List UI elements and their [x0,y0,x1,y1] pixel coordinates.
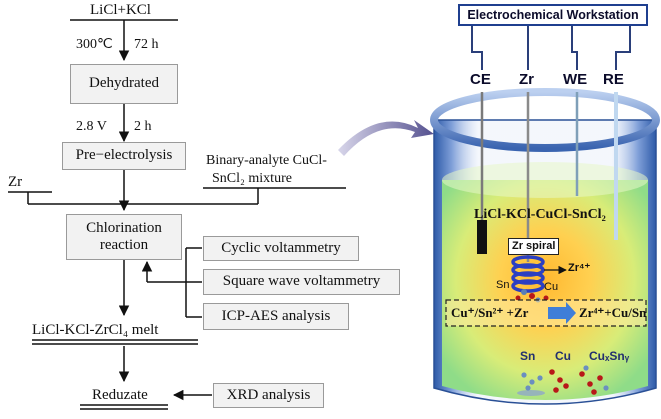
melt-surface [442,162,648,198]
reaction-arrow-icon [548,302,576,324]
box-preelectrolysis: Pre−electrolysis [62,142,186,170]
box-cyclic-voltammetry: Cyclic voltammetry [203,236,359,261]
electrode-we-label: WE [563,71,588,88]
zr-spiral-label: Zr spiral [508,238,560,255]
spiral-cu-label: Cu [544,281,559,293]
step2-time: 2 h [134,119,152,134]
chlorination-line1: Chlorination [86,219,162,236]
box-square-wave-voltammetry: Square wave voltammetry [203,269,400,295]
box-chlorination: Chlorination reaction [66,214,182,260]
electrode-zr-label: Zr [519,71,534,88]
product-cuxsny: CuₓSnᵧ [589,349,630,363]
zr-label: Zr [8,174,23,190]
reaction-box [445,299,647,327]
binary-line2: SnCl₂ mixture [212,171,292,186]
start-label: LiCl+KCl [90,2,151,18]
chlorination-line2: reaction [99,237,149,253]
melt-fill [442,180,648,400]
box-dehydrated: Dehydrated [70,64,178,104]
box-xrd-analysis: XRD analysis [213,383,324,408]
cell-melt-label: LiCl-KCl-CuCl-SnCl₂ [474,207,606,222]
binary-line1: Binary-analyte CuCl- [206,153,327,168]
reduzate-label: Reduzate [92,387,148,403]
product-sn: Sn [520,349,536,363]
step1-temp: 300℃ [76,37,113,52]
melt-label: LiCl-KCl-ZrCl₄ melt [32,322,159,338]
step1-time: 72 h [134,37,159,52]
spiral-sn-label: Sn [496,279,510,291]
step2-voltage: 2.8 V [76,119,107,134]
zr-spiral-icon [511,255,545,293]
electrode-ce-label: CE [470,71,491,88]
electrode-re-label: RE [603,71,624,88]
reaction-right: Zr⁴⁺+Cu/Sn [579,305,647,320]
workstation-title: Electrochemical Workstation [458,4,648,26]
zr-ion-label: Zr⁴⁺ [568,262,591,274]
box-icp-aes: ICP-AES analysis [203,303,349,330]
curved-arrow-icon [338,120,434,156]
ce-electrode [477,220,487,254]
reaction-left: Cu⁺/Sn²⁺ +Zr [451,305,529,320]
product-cu: Cu [555,349,571,363]
beaker-rim [430,88,660,152]
